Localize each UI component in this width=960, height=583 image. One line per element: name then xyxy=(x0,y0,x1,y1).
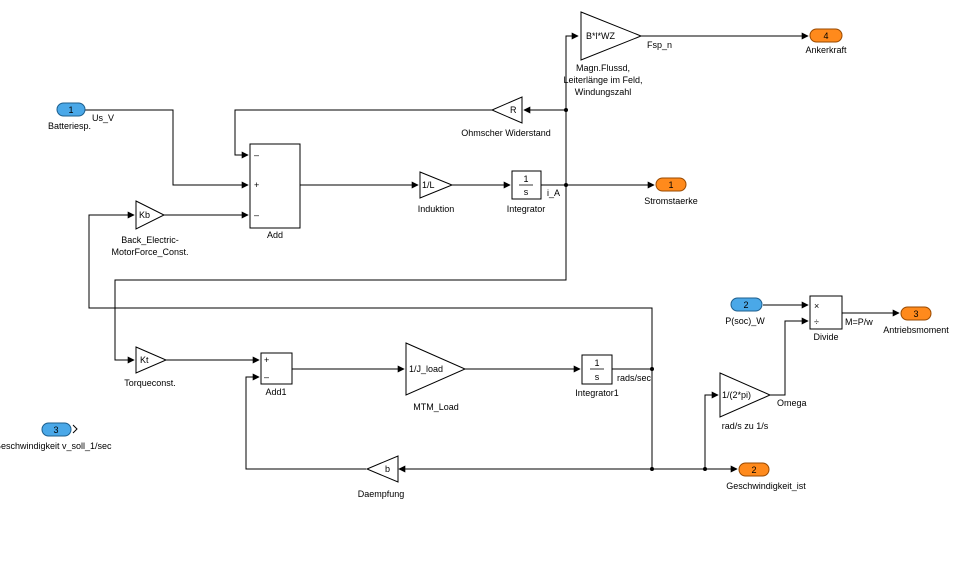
ohm-label: Ohmscher Widerstand xyxy=(461,128,551,138)
kb-gain-block[interactable]: Kb Back_Electric- MotorForce_Const. xyxy=(111,200,189,257)
signal-m-pw-label: M=P/w xyxy=(845,317,873,327)
mtm-label: MTM_Load xyxy=(413,402,459,412)
mtm-gain-block[interactable]: 1/J_load MTM_Load xyxy=(405,342,467,412)
junction-dot xyxy=(564,183,568,187)
magn-gain-block[interactable]: B*l*WZ Magn.Flussd, Leiterlänge im Feld,… xyxy=(563,11,643,97)
wire-r-add[interactable] xyxy=(234,109,492,159)
add-block[interactable]: – + – Add xyxy=(249,143,301,240)
kt-gain-block[interactable]: Kt Torqueconst. xyxy=(124,346,176,388)
integrator1-label: Integrator1 xyxy=(575,388,619,398)
outport-4[interactable]: 4 Ankerkraft xyxy=(805,28,847,55)
magn-label-line3: Windungszahl xyxy=(575,87,632,97)
junction-dot xyxy=(564,108,568,112)
outport-1-number: 1 xyxy=(668,180,673,190)
integrator-num: 1 xyxy=(523,174,528,184)
add1-label: Add1 xyxy=(265,387,286,397)
induktion-gain-value: 1/L xyxy=(422,180,435,190)
wire-omega-divide[interactable] xyxy=(770,317,809,396)
mtm-gain-value: 1/J_load xyxy=(409,364,443,374)
signal-i-a-label: i_A xyxy=(547,188,560,198)
junction-dot xyxy=(650,467,654,471)
magn-gain-value: B*l*WZ xyxy=(586,31,616,41)
signal-omega-label: Omega xyxy=(777,398,807,408)
outport-3[interactable]: 3 Antriebsmoment xyxy=(883,306,949,335)
inport-3[interactable]: 3 Geschwindigkeit v_soll_1/sec xyxy=(0,422,112,451)
add1-sign-1: + xyxy=(264,355,269,365)
kt-label: Torqueconst. xyxy=(124,378,176,388)
divide-block[interactable]: × ÷ Divide xyxy=(809,295,843,342)
outport-4-label: Ankerkraft xyxy=(805,45,847,55)
rads-conv-gain-block[interactable]: 1/(2*pi) rad/s zu 1/s xyxy=(719,372,772,431)
outport-2[interactable]: 2 Geschwindigkeit_ist xyxy=(726,462,806,491)
signal-lines xyxy=(78,32,900,473)
add-label: Add xyxy=(267,230,283,240)
kb-gain-value: Kb xyxy=(139,210,150,220)
integrator-block[interactable]: 1 s Integrator xyxy=(507,170,546,214)
integrator1-num: 1 xyxy=(594,358,599,368)
kb-label-line2: MotorForce_Const. xyxy=(111,247,188,257)
junction-dot xyxy=(650,367,654,371)
daempfung-gain-block[interactable]: b Daempfung xyxy=(358,455,405,499)
divide-label: Divide xyxy=(813,332,838,342)
signal-us-v-label: Us_V xyxy=(92,113,114,123)
inport-2-number: 2 xyxy=(743,300,748,310)
outport-1[interactable]: 1 Stromstaerke xyxy=(644,177,698,206)
kt-gain-value: Kt xyxy=(140,355,149,365)
daempfung-gain-value: b xyxy=(385,464,390,474)
wire-rads-sec[interactable] xyxy=(612,368,653,469)
signal-fsp-n-label: Fsp_n xyxy=(647,40,672,50)
rads-conv-label: rad/s zu 1/s xyxy=(722,421,769,431)
add-sign-3: – xyxy=(254,210,259,220)
junction-dot xyxy=(703,467,707,471)
inport-1-number: 1 xyxy=(68,105,73,115)
outport-2-number: 2 xyxy=(751,465,756,475)
kb-label-line1: Back_Electric- xyxy=(121,235,179,245)
outport-1-label: Stromstaerke xyxy=(644,196,698,206)
integrator1-block[interactable]: 1 s Integrator1 xyxy=(575,354,619,398)
inport-1-label: Batteriesp. xyxy=(48,121,91,131)
add-sign-1: – xyxy=(254,150,259,160)
inport-2-label: P(soc)_W xyxy=(725,316,765,326)
wire-rads-conv[interactable] xyxy=(704,391,719,469)
ohm-gain-block[interactable]: R Ohmscher Widerstand xyxy=(461,96,551,138)
outport-2-label: Geschwindigkeit_ist xyxy=(726,481,806,491)
inport-3-number: 3 xyxy=(53,425,58,435)
outport-3-number: 3 xyxy=(913,309,918,319)
inport-3-label: Geschwindigkeit v_soll_1/sec xyxy=(0,441,112,451)
signal-rads-sec-label: rads/sec xyxy=(617,373,652,383)
inport-1[interactable]: 1 Batteriesp. xyxy=(48,102,91,131)
induktion-label: Induktion xyxy=(418,204,455,214)
divide-sym-divide: ÷ xyxy=(814,317,819,327)
wire-i-a-kt[interactable] xyxy=(114,185,567,364)
wire-us-v[interactable] xyxy=(78,109,249,189)
magn-label-line2: Leiterlänge im Feld, xyxy=(563,75,642,85)
add1-sign-2: – xyxy=(264,372,269,382)
daempfung-label: Daempfung xyxy=(358,489,405,499)
wire-omega-kb[interactable] xyxy=(88,211,653,370)
outport-4-number: 4 xyxy=(823,31,828,41)
induktion-gain-block[interactable]: 1/L Induktion xyxy=(418,171,455,214)
integrator-den: s xyxy=(524,187,529,197)
rads-conv-gain-value: 1/(2*pi) xyxy=(722,390,751,400)
integrator1-den: s xyxy=(595,372,600,382)
inport-2[interactable]: 2 P(soc)_W xyxy=(725,297,765,326)
divide-sym-multiply: × xyxy=(814,301,819,311)
integrator-label: Integrator xyxy=(507,204,546,214)
add-sign-2: + xyxy=(254,180,259,190)
wire-daempfung-add1[interactable] xyxy=(245,373,366,470)
wire-i-a-magn[interactable] xyxy=(565,32,579,185)
magn-label-line1: Magn.Flussd, xyxy=(576,63,630,73)
ohm-gain-value: R xyxy=(510,105,517,115)
outport-3-label: Antriebsmoment xyxy=(883,325,949,335)
add1-block[interactable]: + – Add1 xyxy=(260,352,293,397)
